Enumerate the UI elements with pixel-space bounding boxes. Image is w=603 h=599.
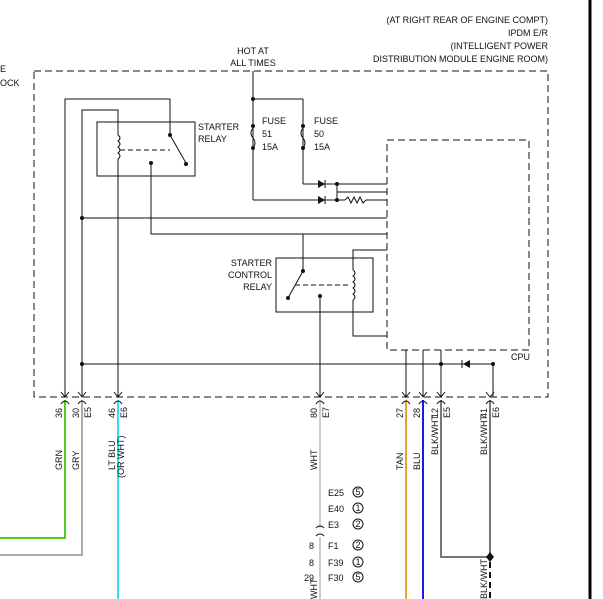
diodes [253,180,387,205]
blk-wht-fragment: BLK/WHT [479,558,489,599]
wire-color-label: WHT [309,449,319,470]
connector-terminal-icon [436,391,446,405]
svg-text:F1: F1 [328,541,339,551]
svg-text:E40: E40 [328,504,344,514]
svg-text:15A: 15A [314,142,330,152]
module-desc-2: DISTRIBUTION MODULE ENGINE ROOM) [373,54,548,64]
pin-number: 46 [107,408,117,418]
svg-text:51: 51 [262,129,272,139]
connector-terminal-icon [401,391,411,405]
pin-number: 12 [430,408,440,418]
svg-text:1: 1 [355,557,360,567]
svg-text:E3: E3 [328,520,339,530]
wire-color-label: TAN [395,453,405,470]
pin-number: 27 [395,408,405,418]
fuse-51: FUSE 51 15A [250,116,286,152]
connector-id: E5 [83,407,93,418]
connector-id: E5 [442,407,452,418]
cpu-label: CPU [511,352,530,362]
svg-text:50: 50 [314,129,324,139]
connector-terminal-icon [485,391,495,405]
left-fragment-1: E [0,64,6,74]
svg-text:FUSE: FUSE [314,116,338,126]
svg-text:8: 8 [309,541,314,551]
pin-number: 30 [71,408,81,418]
pin-number: 36 [54,408,64,418]
connector-terminal-icon [77,391,87,405]
svg-text:2: 2 [355,540,360,550]
pin-number: 28 [412,408,422,418]
cpu-boundary [386,139,530,351]
connector-terminal-icon [60,391,70,405]
pin-number: 41 [479,408,489,418]
fuse-50: FUSE 50 15A [300,116,338,152]
svg-text:F39: F39 [328,558,344,568]
svg-text:29: 29 [304,573,314,583]
connector-terminal-icon [418,391,428,405]
starter-control-relay: STARTER CONTROL RELAY [228,257,374,313]
svg-text:E25: E25 [328,488,344,498]
module-desc-1: (INTELLIGENT POWER [451,41,549,51]
svg-text:RELAY: RELAY [243,282,272,292]
svg-text:1: 1 [355,503,360,513]
power-label-1: HOT AT [237,46,269,56]
internal-wiring [64,98,495,397]
resistor-icon [344,195,387,205]
svg-text:8: 8 [309,558,314,568]
connector-id: E7 [321,407,331,418]
svg-text:5: 5 [355,487,360,497]
wire-color-label-alt: (OR WHT) [116,436,126,479]
svg-text:STARTER: STARTER [231,258,273,268]
wire-color-label: LT BLU [107,440,117,470]
svg-text:CONTROL: CONTROL [228,270,272,280]
relay-coil-icon [352,269,356,301]
svg-text:F30: F30 [328,573,344,583]
svg-text:FUSE: FUSE [262,116,286,126]
wire-color-label: GRN [54,450,64,470]
svg-text:STARTER: STARTER [198,122,240,132]
wire-color-label: BLK/WHT [430,414,440,455]
wire-color-label: GRY [71,451,81,470]
connector-id: E6 [119,407,129,418]
svg-text:RELAY: RELAY [198,134,227,144]
left-fragment-2: OCK [0,78,20,88]
ipdm-boundary [33,70,549,398]
connector-terminal-icon [113,391,123,405]
wire-gry-30 [0,400,83,556]
relay-coil-icon [117,134,121,160]
module-location: (AT RIGHT REAR OF ENGINE COMPT) [386,15,548,25]
wire-grn-36 [0,400,66,539]
connector-id: E6 [491,407,501,418]
splice-icon [486,552,494,562]
wire-color-label: BLK/WHT [479,414,489,455]
svg-text:2: 2 [355,519,360,529]
module-name: IPDM E/R [508,28,549,38]
svg-text:15A: 15A [262,142,278,152]
connector-terminal-icon [315,391,325,405]
wire-color-label: BLU [412,452,422,470]
wht-fragment: WHT [309,578,319,599]
power-label-2: ALL TIMES [230,58,276,68]
svg-text:5: 5 [355,572,360,582]
pin-number: 80 [309,408,319,418]
wire-blk-wht-12 [440,400,490,558]
power-feed [251,71,304,200]
